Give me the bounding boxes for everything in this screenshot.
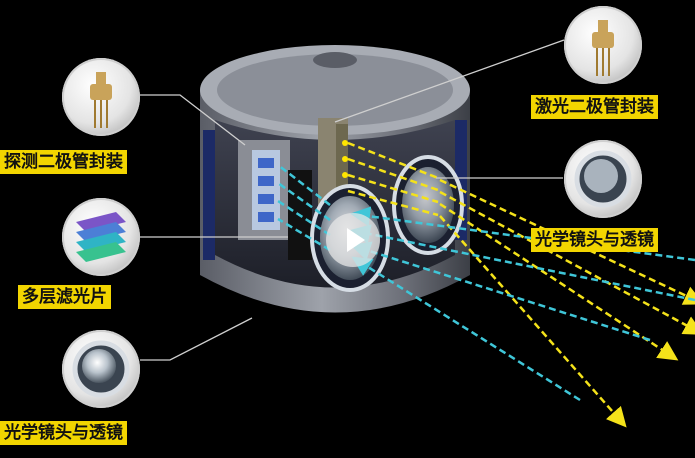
laser-package-label: 激光二极管封装 [531, 95, 658, 119]
laser-package-icon [564, 6, 642, 84]
lens-icon-right [564, 140, 642, 218]
filter-label: 多层滤光片 [18, 285, 111, 309]
laser-beams [347, 141, 695, 428]
lens-icon-left [62, 330, 140, 408]
play-icon[interactable] [326, 213, 380, 267]
photodiode-package-label: 探测二极管封装 [0, 150, 127, 174]
filter-stack-icon [62, 198, 140, 276]
lens-left-label: 光学镜头与透镜 [0, 421, 127, 445]
photodiode-block [238, 140, 290, 240]
photodiode-package-icon [62, 58, 140, 136]
receive-beams [277, 164, 695, 402]
leader-lines [140, 39, 565, 361]
lens-right-label: 光学镜头与透镜 [531, 228, 658, 252]
